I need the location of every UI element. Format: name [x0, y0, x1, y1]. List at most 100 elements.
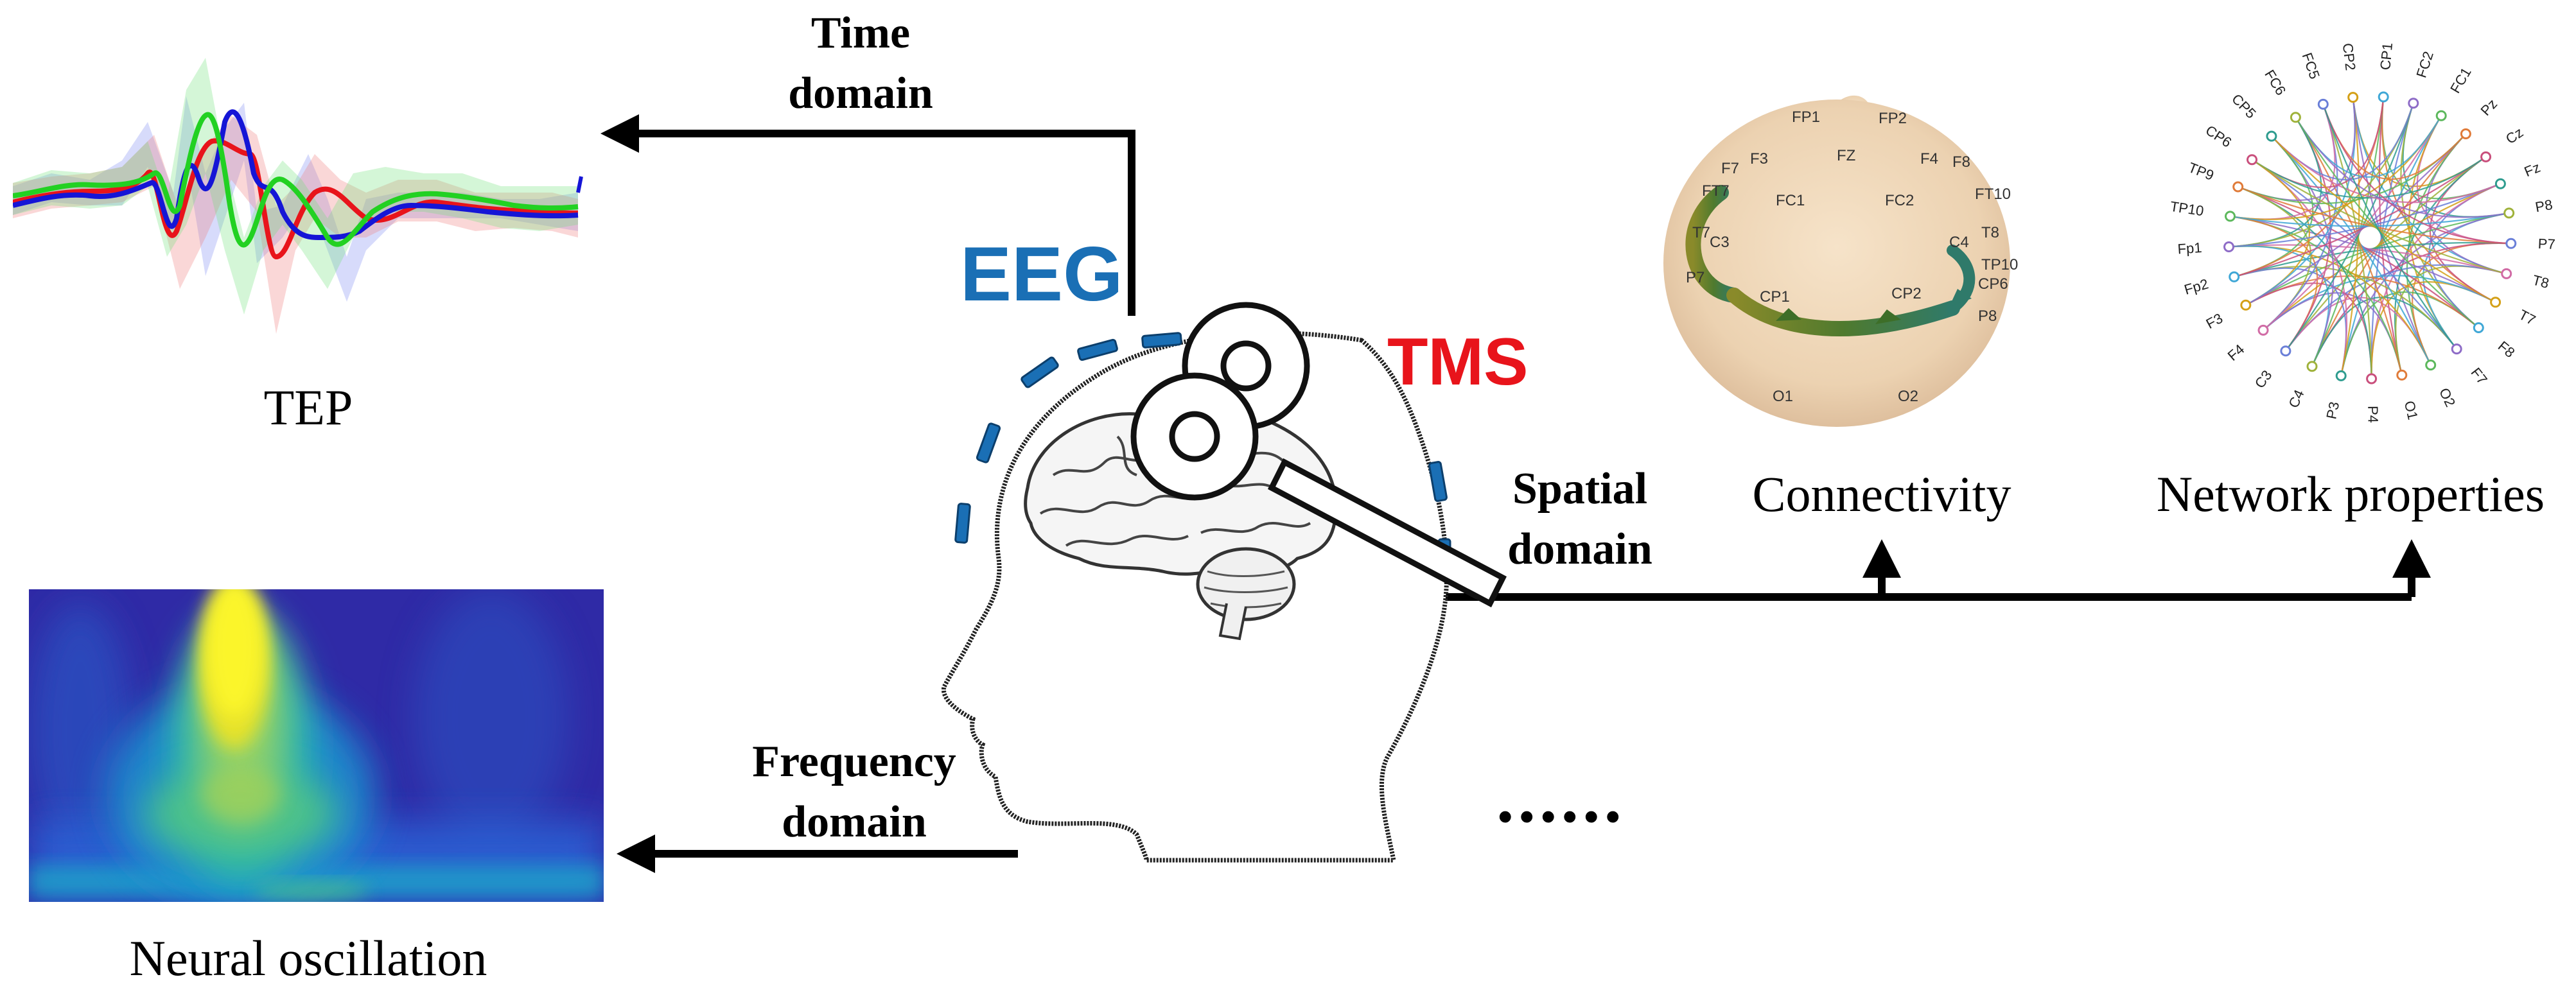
- electrode-label: CP1: [1760, 288, 1790, 306]
- eeg-label: EEG: [960, 231, 1123, 317]
- network-node: [2257, 324, 2269, 336]
- connectivity-arrow-3: [1949, 289, 1972, 307]
- network-edge: [2295, 117, 2509, 218]
- network-node: [2229, 271, 2240, 282]
- network-node: [2232, 181, 2244, 193]
- neural-oscillation-label: Neural oscillation: [129, 930, 487, 986]
- network-edge: [2428, 183, 2501, 329]
- electrode-label: F8: [1952, 153, 1970, 171]
- electrode-label: T7: [1692, 224, 1710, 241]
- electrode-label: C4: [1949, 234, 1969, 251]
- brain-cerebellum: [1196, 547, 1296, 621]
- network-node: [2505, 238, 2517, 249]
- network-node-label: FC2: [2413, 49, 2437, 80]
- network-node: [2451, 343, 2462, 355]
- connectivity-label: Connectivity: [1752, 466, 2011, 522]
- network-node-label: Fp2: [2182, 275, 2210, 298]
- head-illustration: [942, 302, 1507, 863]
- network-node: [2306, 361, 2318, 372]
- network-node-label: F3: [2204, 310, 2226, 332]
- network-node-label: P4: [2365, 406, 2381, 423]
- network-node: [2490, 297, 2502, 308]
- network-node-label: F7: [2467, 365, 2491, 388]
- connectivity-arrow-2: [1875, 309, 1901, 324]
- electrode-label: F3: [1750, 150, 1768, 168]
- network-node-label: O1: [2401, 399, 2421, 421]
- electrode-label: CP2: [1891, 285, 1922, 302]
- network-node-label: CP6: [2203, 122, 2234, 150]
- tep-green-band: [13, 58, 578, 315]
- network-node: [2501, 268, 2512, 279]
- network-node-label: FC1: [2447, 65, 2475, 96]
- network-node-label: CP5: [2229, 91, 2259, 121]
- network-node: [2425, 359, 2437, 371]
- network-node: [2378, 91, 2389, 103]
- spatial-domain-line-1: Spatial: [1512, 464, 1648, 514]
- network-arrowhead: [2392, 539, 2431, 578]
- network-node-label: Fz: [2522, 159, 2543, 180]
- network-node-label: CP1: [2377, 42, 2396, 71]
- electrode-label: FC1: [1776, 192, 1805, 209]
- network-node-label: Cz: [2503, 124, 2526, 147]
- network-edge: [2251, 156, 2487, 199]
- network-node: [2335, 370, 2347, 381]
- network-edges: [2229, 96, 2511, 379]
- tep-end-tick: [576, 176, 583, 193]
- network-node: [2396, 369, 2408, 381]
- network-node-label: TP9: [2186, 159, 2216, 184]
- network-edge: [2234, 267, 2347, 376]
- network-edge: [2285, 103, 2414, 352]
- time-domain-arrow: [633, 130, 1135, 316]
- network-node-label: P3: [2323, 401, 2342, 420]
- connectivity-arrow-1: [1776, 308, 1801, 321]
- tms-coil-handle: [1268, 458, 1507, 608]
- time-domain-line-2: domain: [788, 69, 933, 118]
- tep-blue-band: [13, 96, 578, 302]
- electrode-label: FT7: [1702, 182, 1730, 200]
- network-node: [2460, 128, 2471, 139]
- electrode-label: T8: [1981, 224, 1999, 241]
- network-node-label: C4: [2285, 387, 2307, 410]
- electrode-label: O1: [1773, 388, 1793, 405]
- spatial-domain-label: Spatial domain: [1477, 459, 1683, 580]
- network-node: [2317, 98, 2329, 110]
- network-node-label: F4: [2225, 341, 2248, 364]
- network-node-label: Fp1: [2177, 239, 2202, 257]
- network-node: [2225, 211, 2236, 222]
- network-edge: [2322, 104, 2511, 245]
- network-node: [2266, 130, 2277, 142]
- network-node: [2290, 112, 2301, 123]
- tep-label: TEP: [263, 379, 353, 435]
- time-domain-label: Time domain: [758, 3, 963, 124]
- network-node: [2408, 98, 2419, 109]
- electrode-label: CP6: [1978, 275, 2008, 293]
- network-node-label: O2: [2436, 385, 2458, 409]
- network-node: [2280, 345, 2291, 357]
- electrode-label: TP10: [1981, 256, 2018, 273]
- network-node-label: C3: [2252, 367, 2275, 391]
- electrode-label: FC2: [1885, 192, 1914, 209]
- network-node-label: P7: [2537, 236, 2555, 252]
- network-edge: [2322, 104, 2458, 350]
- network-node: [2247, 154, 2257, 166]
- network-node-label: FC6: [2261, 67, 2289, 98]
- electrode-label: FP1: [1792, 108, 1820, 126]
- network-node: [2473, 322, 2484, 333]
- network-edge: [2229, 183, 2501, 248]
- network-edge: [2271, 135, 2501, 203]
- frequency-domain-arrowhead: [617, 835, 655, 873]
- connectivity-scalp-map: FP1 FP2 FZ F7 F3 F4 F8 FC1 FC2 FT7 FT10 …: [1663, 95, 2018, 427]
- time-domain-arrowhead: [600, 114, 639, 153]
- electrode-label: F4: [1920, 150, 1938, 168]
- network-edge: [2263, 183, 2501, 331]
- electrode-label: FZ: [1837, 147, 1855, 164]
- electrode-label: O2: [1898, 388, 1918, 405]
- neural-oscillation-heatmap: [29, 589, 604, 902]
- network-node-label: FC5: [2299, 51, 2323, 81]
- network-node-label: Pz: [2477, 96, 2500, 119]
- network-node-label: CP2: [2340, 42, 2359, 71]
- network-edge: [2230, 215, 2403, 376]
- network-properties-label: Network properties: [2156, 466, 2545, 522]
